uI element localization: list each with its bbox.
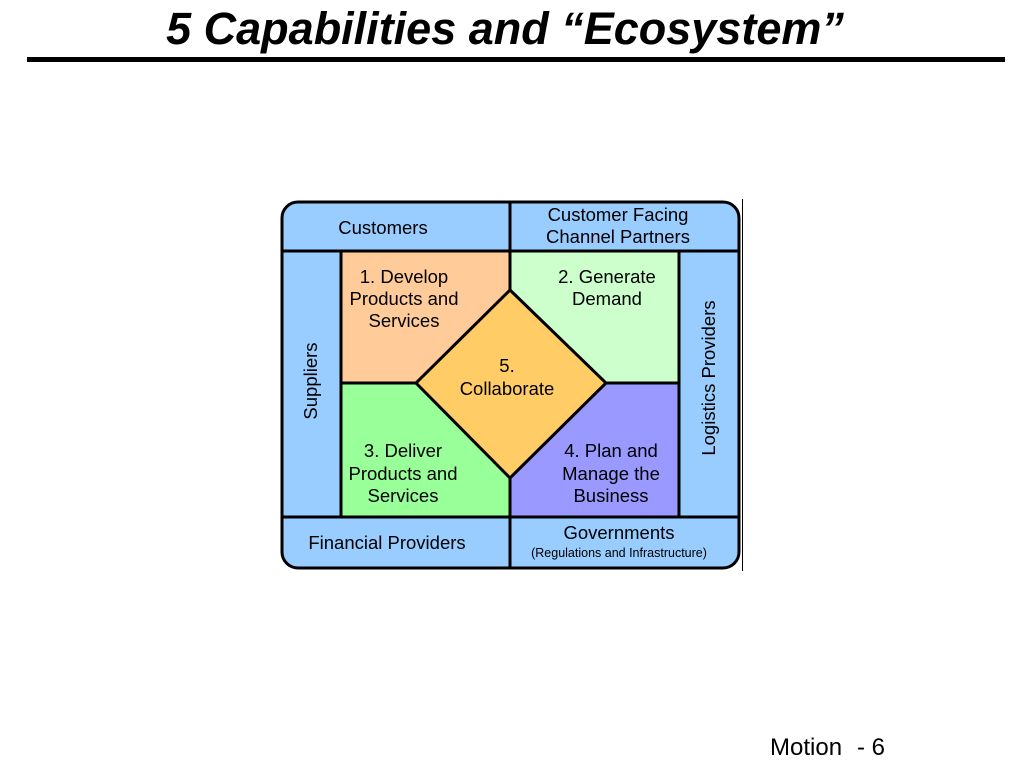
channel-partners-label-line-1: Customer Facing: [548, 204, 689, 225]
logistics-providers-label: Logistics Providers: [698, 300, 719, 455]
governments-label: Governments: [563, 522, 674, 543]
slide-title: 5 Capabilities and “Ecosystem”: [166, 3, 844, 54]
title-underline: [27, 57, 1005, 62]
divider-lines: [282, 202, 739, 568]
channel-partners-label-line-2: Channel Partners: [546, 226, 690, 247]
ecosystem-diagram: Customers Customer Facing Channel Partne…: [280, 199, 743, 571]
generate-label-line-1: 2. Generate: [558, 266, 656, 287]
deliver-label-line-2: Products and: [348, 463, 457, 484]
collaborate-label-line-2: Collaborate: [460, 378, 555, 399]
plan-label-line-2: Manage the: [562, 463, 660, 484]
customers-label: Customers: [338, 217, 427, 238]
develop-label-line-3: Services: [369, 310, 440, 331]
generate-label-line-2: Demand: [572, 288, 642, 309]
suppliers-label: Suppliers: [300, 342, 321, 419]
plan-label-line-3: Business: [573, 485, 648, 506]
develop-label-line-1: 1. Develop: [360, 266, 448, 287]
plan-label-line-1: 4. Plan and: [564, 440, 658, 461]
financial-providers-label: Financial Providers: [308, 532, 465, 553]
deliver-label-line-1: 3. Deliver: [364, 440, 442, 461]
governments-note: (Regulations and Infrastructure): [531, 546, 707, 560]
slide-number: - 6: [857, 734, 886, 761]
develop-label-line-2: Products and: [349, 288, 458, 309]
ecosystem-outline: [280, 200, 741, 570]
capability-collaborate-diamond: [413, 287, 609, 481]
collaborate-label-line-1: 5.: [499, 355, 514, 376]
deliver-label-line-3: Services: [368, 485, 439, 506]
footer-label: Motion: [770, 734, 843, 761]
